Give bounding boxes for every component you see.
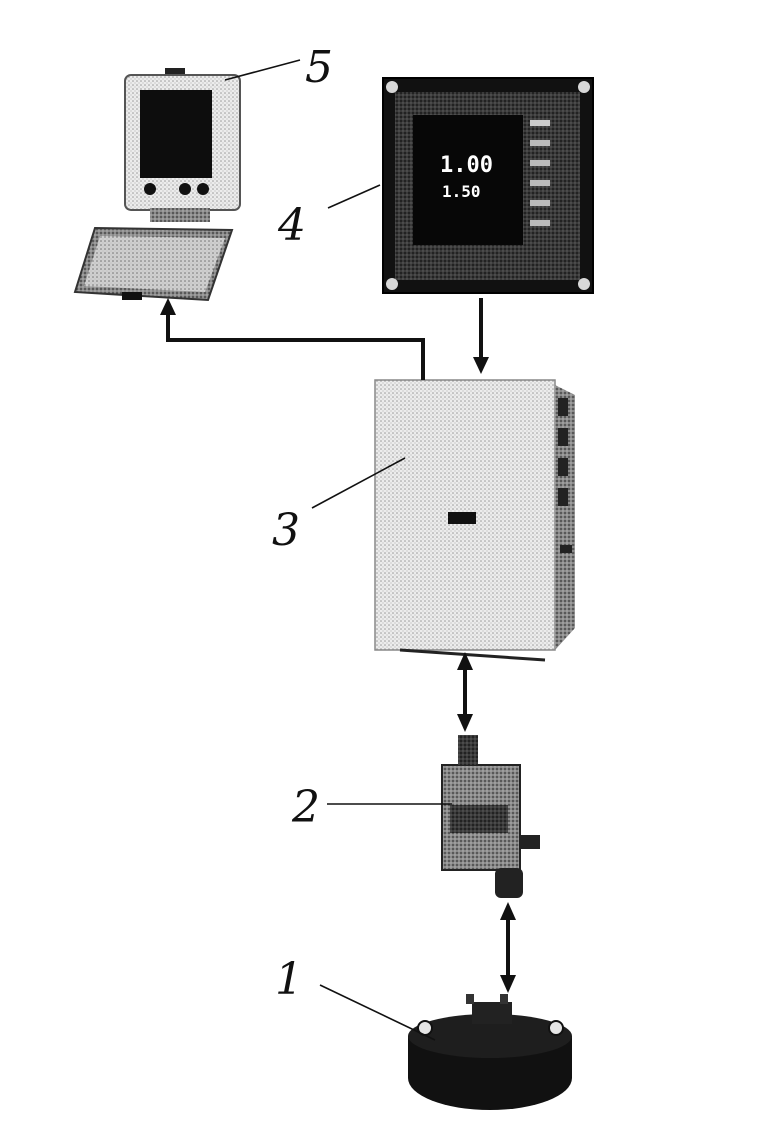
display-line-1: 1.00: [440, 153, 493, 178]
label-3: 3: [272, 505, 300, 556]
arrow-head-up-transducer: [500, 902, 516, 920]
arrow-head-up-cabinet: [457, 652, 473, 670]
display-line-2: 1.50: [442, 182, 481, 201]
label-5: 5: [305, 42, 333, 93]
leader-lines: [224, 59, 452, 1041]
control-panel: 1.00 1.50: [382, 77, 594, 294]
cabinet: [374, 379, 575, 662]
transducer: [441, 735, 540, 898]
arrow-head-to-cabinet: [473, 357, 489, 374]
arrow-head-down-transducer: [457, 714, 473, 732]
arrow-head-to-computer: [160, 298, 176, 315]
arrow-heads: [160, 298, 516, 993]
label-2: 2: [291, 782, 320, 833]
sensor: [408, 994, 572, 1110]
arrow-head-down-sensor: [500, 975, 516, 993]
label-1: 1: [275, 954, 303, 1005]
computer: [73, 68, 241, 302]
connections: [166, 298, 510, 980]
label-4: 4: [277, 200, 306, 251]
